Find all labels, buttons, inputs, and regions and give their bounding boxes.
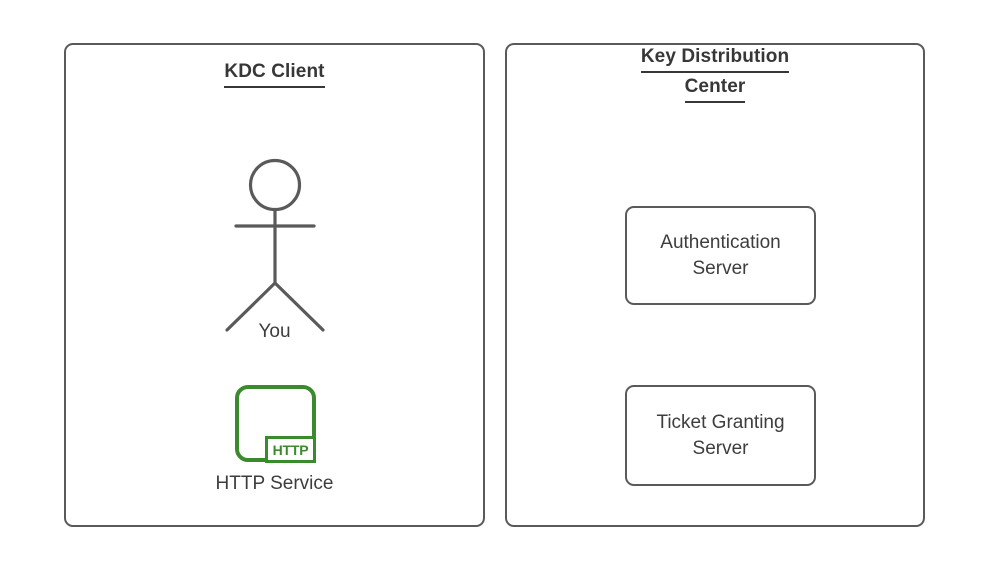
http-service-icon[interactable]: HTTP [230, 380, 322, 470]
panel-kdc-title: Key Distribution Center [505, 43, 925, 103]
title-line: KDC Client [64, 58, 485, 88]
title-line-text: Key Distribution [640, 43, 790, 73]
actor-label: You [258, 321, 291, 342]
title-line: Key Distribution [505, 43, 925, 73]
box-line: Server [692, 437, 749, 459]
box-line: Server [692, 257, 749, 279]
stick-figure-head [248, 158, 302, 212]
http-service-label: HTTP Service [215, 473, 334, 494]
stick-figure-icon [225, 158, 325, 332]
ticket-granting-server-label: Ticket Granting Server [656, 410, 784, 462]
title-line-text: Center [684, 73, 746, 103]
ticket-granting-server-box[interactable]: Ticket Granting Server [625, 385, 816, 486]
panel-kdc-client-title: KDC Client [64, 58, 485, 88]
box-line: Ticket Granting [656, 411, 785, 433]
stick-figure-leg-right [273, 281, 325, 332]
authentication-server-box[interactable]: Authentication Server [625, 206, 816, 305]
actor-stick-figure[interactable] [210, 150, 340, 350]
http-icon-badge: HTTP [265, 436, 316, 463]
title-line: Center [505, 73, 925, 103]
title-line-text: KDC Client [224, 58, 325, 88]
http-icon-badge-text: HTTP [272, 441, 309, 458]
stick-figure-leg-left [225, 281, 277, 332]
authentication-server-label: Authentication Server [660, 230, 780, 282]
box-line: Authentication [660, 231, 781, 253]
